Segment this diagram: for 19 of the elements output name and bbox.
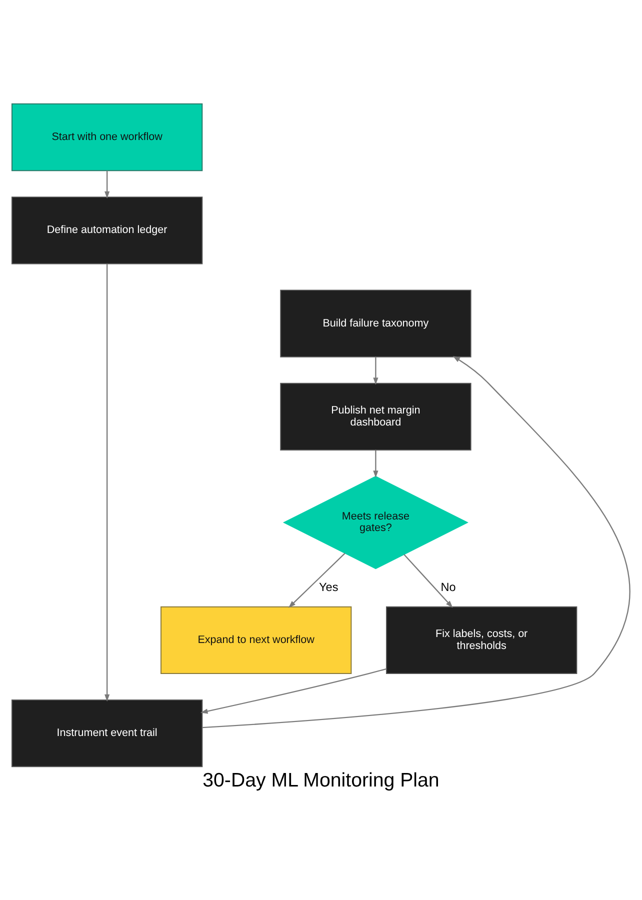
arrow [104, 170, 110, 199]
node-box: Build failure taxonomy [280, 290, 472, 358]
node-box: Publish net margin dashboard [280, 382, 472, 450]
arrow [288, 552, 346, 608]
caption: 30-Day ML Monitoring Plan [202, 769, 440, 792]
arrow [104, 264, 110, 702]
node-box: Define automation ledger [11, 196, 203, 264]
arrow [200, 668, 386, 714]
node-box: Instrument event trail [11, 700, 203, 768]
node-diamond: Meets release gates? [282, 476, 468, 570]
arrow [202, 356, 630, 728]
node-box: Expand to next workflow [160, 606, 352, 674]
arrow [373, 450, 378, 478]
node-box: Fix labels, costs, or thresholds [386, 606, 578, 674]
arrow [404, 554, 453, 608]
edge-label: Yes [319, 580, 338, 594]
arrow [373, 356, 378, 385]
edge-label: No [440, 580, 456, 594]
node-box: Start with one workflow [11, 103, 203, 172]
